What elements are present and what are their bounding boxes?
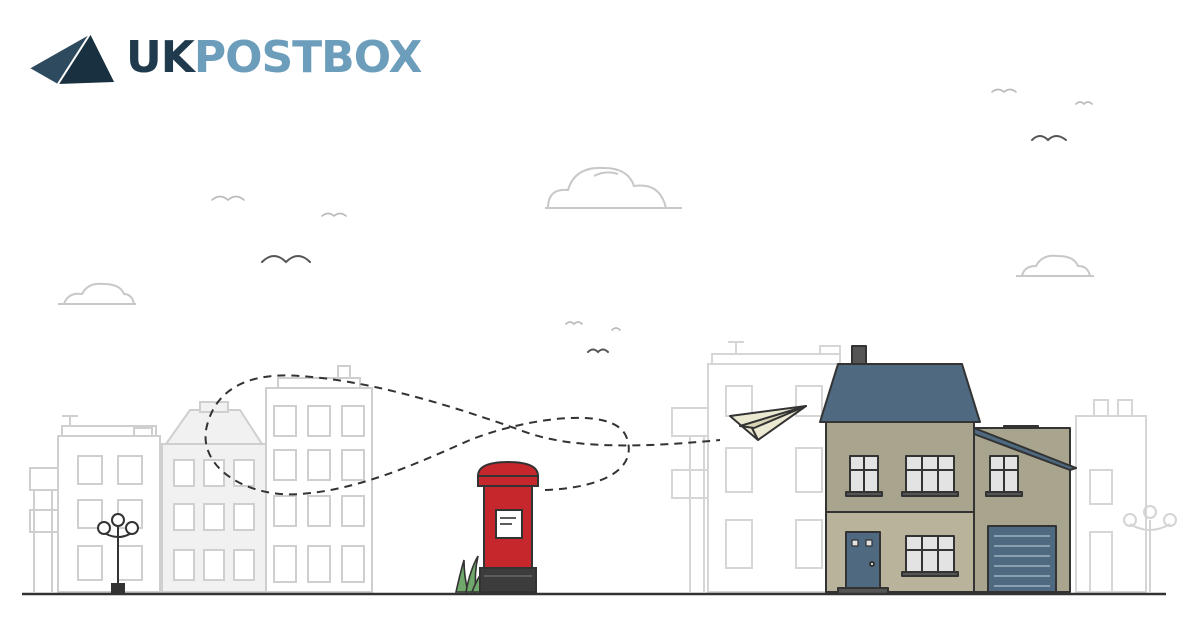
- background-buildings-left: [29, 365, 373, 593]
- brand-name: UKPOSTBOX: [126, 36, 422, 80]
- paper-plane-triangle-icon: [29, 33, 114, 84]
- street-lamp-icon: [97, 513, 139, 593]
- flight-path: [204, 374, 721, 496]
- brand-suffix: POSTBOX: [193, 32, 423, 83]
- postbox-icon: [476, 460, 540, 593]
- paper-plane-icon: [729, 405, 807, 441]
- bird-icon: [261, 135, 1067, 354]
- cloud-icon: [545, 166, 682, 209]
- background-buildings-right: [671, 341, 1147, 593]
- cloud-icon: [58, 282, 136, 305]
- bird-icon: [211, 88, 1093, 331]
- cloud-icon: [1016, 254, 1094, 277]
- brand-prefix: UK: [126, 32, 195, 83]
- house-icon: [819, 345, 1077, 595]
- street-lamp-icon: [1123, 505, 1177, 592]
- brand-logo[interactable]: UKPOSTBOX: [28, 32, 422, 84]
